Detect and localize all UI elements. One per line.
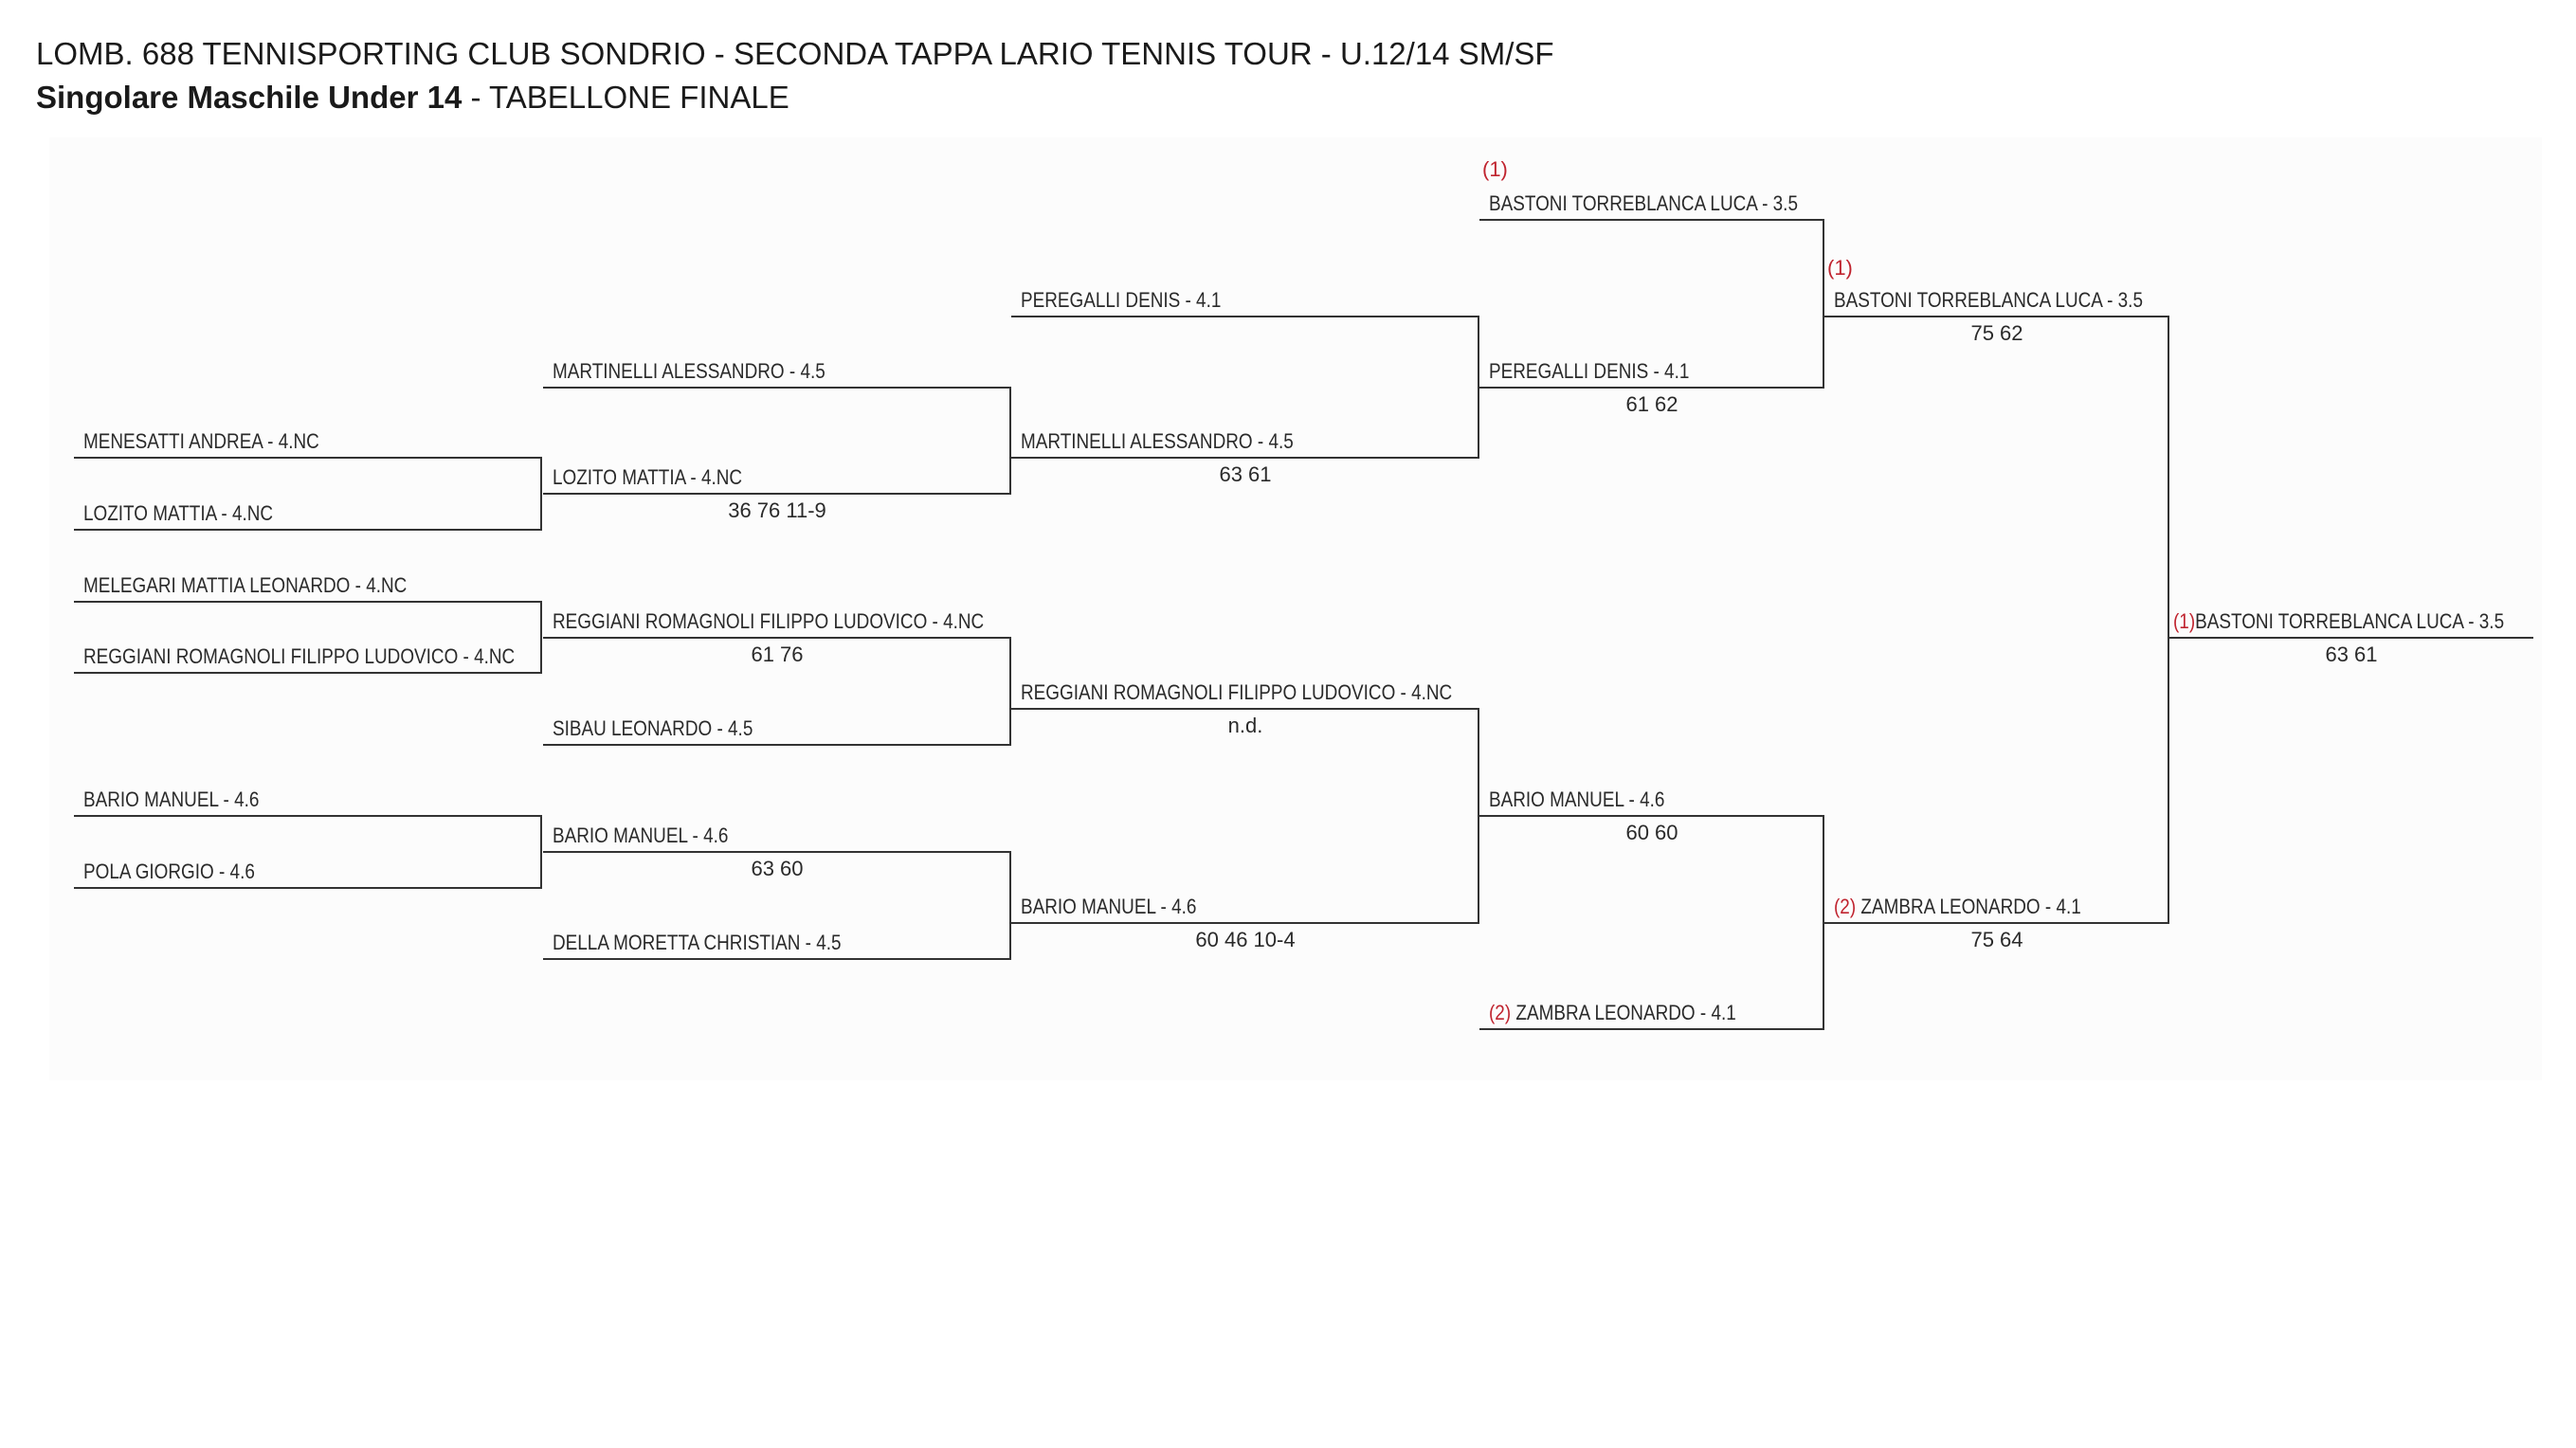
player-name-with-seed[interactable]: (2) ZAMBRA LEONARDO - 4.1 [1489, 1001, 1736, 1025]
r3-slot-4: BARIO MANUEL - 4.6 [1011, 886, 1479, 924]
match-score: 75 64 [1970, 928, 2023, 951]
r2-slot-5: BARIO MANUEL - 4.6 [543, 815, 1011, 853]
connector [1823, 815, 1824, 1028]
match-score: 61 62 [1625, 392, 1678, 416]
page-subtitle: Singolare Maschile Under 14 - TABELLONE … [36, 76, 1554, 119]
player-name[interactable]: REGGIANI ROMAGNOLI FILIPPO LUDOVICO - 4.… [1021, 680, 1453, 704]
match-score: 36 76 11-9 [728, 498, 826, 522]
player-name-with-seed[interactable]: (1)BASTONI TORREBLANCA LUCA - 3.5 [2173, 609, 2504, 634]
player-name[interactable]: BARIO MANUEL - 4.6 [553, 824, 729, 847]
player-name[interactable]: REGGIANI ROMAGNOLI FILIPPO LUDOVICO - 4.… [553, 609, 985, 633]
r2-slot-1: MARTINELLI ALESSANDRO - 4.5 [543, 351, 1011, 389]
r3-slot-1: PEREGALLI DENIS - 4.1 [1011, 280, 1479, 317]
connector [2168, 316, 2169, 922]
seed-label: (2) [1489, 1001, 1512, 1024]
player-name-with-seed[interactable]: (2) ZAMBRA LEONARDO - 4.1 [1834, 895, 2081, 919]
draw-type: - TABELLONE FINALE [462, 80, 789, 115]
r1-slot-3: MELEGARI MATTIA LEONARDO - 4.NC [74, 565, 542, 603]
sf-slot-1: BASTONI TORREBLANCA LUCA - 3.5 [1824, 280, 2169, 317]
page-title: LOMB. 688 TENNISPORTING CLUB SONDRIO - S… [36, 36, 1554, 71]
r2-slot-3: REGGIANI ROMAGNOLI FILIPPO LUDOVICO - 4.… [543, 601, 1011, 639]
connector [1009, 637, 1011, 744]
connector [1009, 387, 1011, 493]
player-name[interactable]: MELEGARI MATTIA LEONARDO - 4.NC [83, 573, 408, 597]
player-name[interactable]: MARTINELLI ALESSANDRO - 4.5 [553, 359, 825, 383]
connector [540, 815, 542, 887]
connector [540, 457, 542, 529]
connector [1823, 219, 1824, 387]
connector [1478, 316, 1479, 457]
player-name: BASTONI TORREBLANCA LUCA - 3.5 [2195, 609, 2505, 633]
match-score: 63 61 [1219, 462, 1272, 486]
player-name[interactable]: MENESATTI ANDREA - 4.NC [83, 429, 319, 453]
r2-slot-6: DELLA MORETTA CHRISTIAN - 4.5 [543, 922, 1011, 960]
r4-slot-4: (2) ZAMBRA LEONARDO - 4.1 [1479, 992, 1824, 1030]
player-name[interactable]: BARIO MANUEL - 4.6 [1021, 895, 1197, 918]
player-name[interactable]: PEREGALLI DENIS - 4.1 [1489, 359, 1690, 383]
final-slot: (1)BASTONI TORREBLANCA LUCA - 3.5 [2169, 601, 2533, 639]
player-name[interactable]: PEREGALLI DENIS - 4.1 [1021, 288, 1222, 312]
match-score: 61 76 [751, 643, 804, 666]
player-name: ZAMBRA LEONARDO - 4.1 [1515, 1001, 1736, 1024]
seed-label: (1) [2173, 609, 2196, 633]
connector [1478, 708, 1479, 922]
connector [1009, 851, 1011, 958]
r1-slot-4: REGGIANI ROMAGNOLI FILIPPO LUDOVICO - 4.… [74, 636, 542, 674]
match-score: 60 46 10-4 [1195, 928, 1296, 951]
connector [540, 601, 542, 672]
r2-slot-4: SIBAU LEONARDO - 4.5 [543, 708, 1011, 746]
player-name[interactable]: LOZITO MATTIA - 4.NC [83, 501, 274, 525]
r2-slot-2: LOZITO MATTIA - 4.NC [543, 457, 1011, 495]
player-name[interactable]: MARTINELLI ALESSANDRO - 4.5 [1021, 429, 1294, 453]
r1-slot-1: MENESATTI ANDREA - 4.NC [74, 421, 542, 459]
player-name[interactable]: DELLA MORETTA CHRISTIAN - 4.5 [553, 931, 842, 954]
match-score: n.d. [1227, 714, 1263, 737]
player-name: ZAMBRA LEONARDO - 4.1 [1860, 895, 2081, 918]
r4-slot-1: BASTONI TORREBLANCA LUCA - 3.5 [1479, 183, 1824, 221]
event-name: Singolare Maschile Under 14 [36, 80, 463, 115]
player-name[interactable]: REGGIANI ROMAGNOLI FILIPPO LUDOVICO - 4.… [83, 644, 516, 668]
match-score: 60 60 [1625, 821, 1678, 844]
r4-slot-3: BARIO MANUEL - 4.6 [1479, 779, 1824, 817]
player-name[interactable]: BARIO MANUEL - 4.6 [83, 787, 260, 811]
match-score: 63 60 [751, 857, 804, 880]
page-header: LOMB. 688 TENNISPORTING CLUB SONDRIO - S… [36, 32, 1554, 119]
seed-label: (2) [1834, 895, 1857, 918]
player-name[interactable]: LOZITO MATTIA - 4.NC [553, 465, 743, 489]
r1-slot-6: POLA GIORGIO - 4.6 [74, 851, 542, 889]
player-name[interactable]: BASTONI TORREBLANCA LUCA - 3.5 [1489, 191, 1798, 215]
match-score: 75 62 [1970, 321, 2023, 345]
r1-slot-2: LOZITO MATTIA - 4.NC [74, 493, 542, 531]
r3-slot-2: MARTINELLI ALESSANDRO - 4.5 [1011, 421, 1479, 459]
player-name[interactable]: POLA GIORGIO - 4.6 [83, 860, 255, 883]
player-name[interactable]: BARIO MANUEL - 4.6 [1489, 787, 1665, 811]
seed-label: (1) [1827, 256, 1853, 280]
player-name[interactable]: SIBAU LEONARDO - 4.5 [553, 716, 753, 740]
seed-label: (1) [1482, 157, 1508, 181]
r4-slot-2: PEREGALLI DENIS - 4.1 [1479, 351, 1824, 389]
r3-slot-3: REGGIANI ROMAGNOLI FILIPPO LUDOVICO - 4.… [1011, 672, 1479, 710]
match-score: 63 61 [2325, 643, 2378, 666]
r1-slot-5: BARIO MANUEL - 4.6 [74, 779, 542, 817]
player-name[interactable]: BASTONI TORREBLANCA LUCA - 3.5 [1834, 288, 2143, 312]
sf-slot-2: (2) ZAMBRA LEONARDO - 4.1 [1824, 886, 2169, 924]
